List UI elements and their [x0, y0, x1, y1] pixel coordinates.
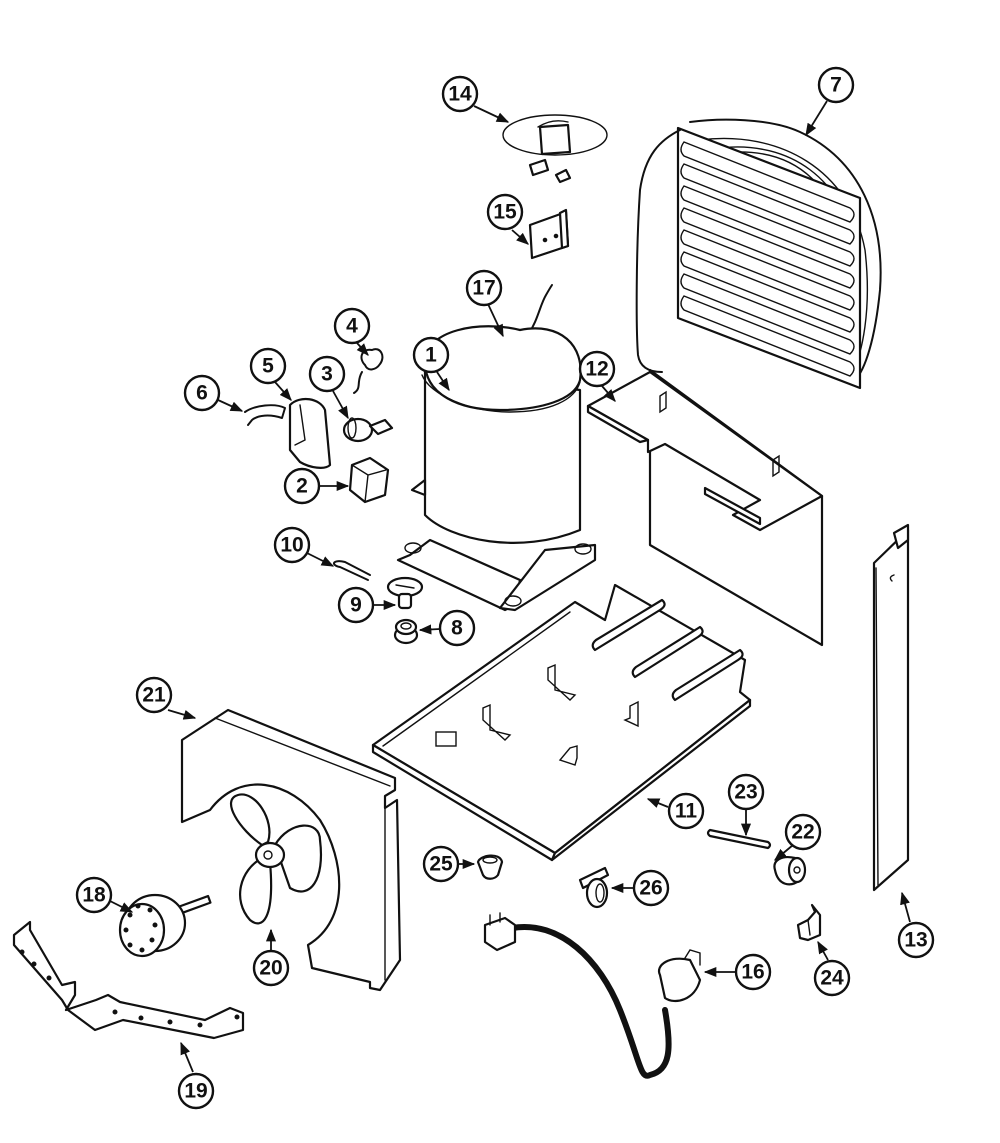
- part-fan-blade[interactable]: [229, 793, 323, 925]
- part-relay[interactable]: [348, 456, 390, 504]
- callout-label: 13: [904, 929, 927, 952]
- part-grommet[interactable]: [393, 618, 419, 645]
- callout-19[interactable]: 19: [177, 1041, 215, 1110]
- callout-label: 24: [820, 967, 844, 990]
- callout-label: 15: [493, 201, 517, 224]
- part-caster[interactable]: [578, 866, 610, 909]
- part-defrost-thermostat[interactable]: [502, 114, 608, 184]
- callout-label: 10: [280, 534, 303, 557]
- part-condenser[interactable]: [635, 118, 882, 390]
- callout-label: 8: [451, 617, 463, 640]
- part-mounting-bracket[interactable]: [528, 208, 570, 260]
- callout-10[interactable]: 10: [273, 526, 335, 567]
- callout-label: 1: [425, 344, 437, 367]
- callout-22[interactable]: 22: [774, 813, 822, 861]
- callout-3[interactable]: 3: [308, 355, 349, 420]
- part-mounting-clip[interactable]: [333, 560, 371, 581]
- callout-8[interactable]: 8: [418, 609, 476, 647]
- part-retaining-clip[interactable]: [244, 404, 286, 426]
- part-axle[interactable]: [706, 828, 772, 850]
- callout-label: 5: [262, 355, 274, 378]
- part-compressor[interactable]: [396, 325, 597, 612]
- callout-20[interactable]: 20: [252, 928, 290, 987]
- callout-18[interactable]: 18: [75, 876, 134, 914]
- callout-15[interactable]: 15: [486, 193, 529, 245]
- part-side-rail[interactable]: [872, 523, 910, 892]
- callout-label: 9: [350, 594, 362, 617]
- callout-label: 21: [142, 684, 166, 707]
- callout-label: 2: [296, 475, 308, 498]
- callout-7[interactable]: 7: [805, 66, 855, 137]
- part-clip[interactable]: [796, 903, 822, 942]
- callout-label: 11: [675, 800, 698, 823]
- callout-13[interactable]: 13: [897, 891, 935, 959]
- callout-label: 7: [830, 74, 842, 97]
- callout-6[interactable]: 6: [183, 374, 244, 412]
- callout-label: 17: [472, 277, 495, 300]
- part-base-plate[interactable]: [371, 583, 752, 862]
- part-condenser-bracket[interactable]: [586, 368, 824, 647]
- callout-21[interactable]: 21: [135, 676, 197, 720]
- part-spring-clip[interactable]: [353, 348, 384, 394]
- part-overload-protector[interactable]: [342, 417, 394, 443]
- callout-label: 6: [196, 382, 208, 405]
- callout-label: 25: [429, 853, 453, 876]
- callout-5[interactable]: 5: [249, 347, 292, 401]
- callout-26[interactable]: 26: [610, 869, 670, 907]
- callout-label: 23: [734, 781, 757, 804]
- callout-label: 19: [184, 1080, 207, 1103]
- callout-2[interactable]: 2: [283, 467, 350, 505]
- callout-label: 12: [585, 358, 608, 381]
- callout-label: 4: [346, 315, 358, 338]
- callout-label: 16: [741, 961, 764, 984]
- part-fan-motor[interactable]: [118, 893, 212, 958]
- callout-label: 3: [321, 363, 333, 386]
- callout-4[interactable]: 4: [333, 307, 371, 356]
- part-roller[interactable]: [773, 856, 807, 886]
- callout-9[interactable]: 9: [337, 586, 397, 624]
- callout-14[interactable]: 14: [441, 75, 510, 123]
- callout-17[interactable]: 17: [465, 269, 504, 338]
- callout-25[interactable]: 25: [422, 845, 476, 883]
- part-terminal-cover[interactable]: [288, 397, 332, 469]
- part-power-cord[interactable]: [483, 912, 702, 1079]
- callout-16[interactable]: 16: [703, 953, 772, 991]
- part-fan-shroud[interactable]: [180, 708, 402, 992]
- callout-24[interactable]: 24: [813, 940, 851, 997]
- part-bumper[interactable]: [476, 854, 504, 880]
- callout-label: 22: [791, 821, 814, 844]
- callout-label: 14: [448, 83, 472, 106]
- callout-label: 20: [259, 957, 282, 980]
- callout-23[interactable]: 23: [727, 773, 765, 837]
- callout-1[interactable]: 1: [412, 336, 450, 392]
- callout-11[interactable]: 11: [646, 792, 705, 830]
- callout-label: 26: [639, 877, 662, 900]
- callout-12[interactable]: 12: [578, 350, 616, 402]
- part-mounting-stud[interactable]: [386, 576, 424, 610]
- callout-label: 18: [82, 884, 106, 907]
- part-motor-bracket[interactable]: [12, 920, 245, 1040]
